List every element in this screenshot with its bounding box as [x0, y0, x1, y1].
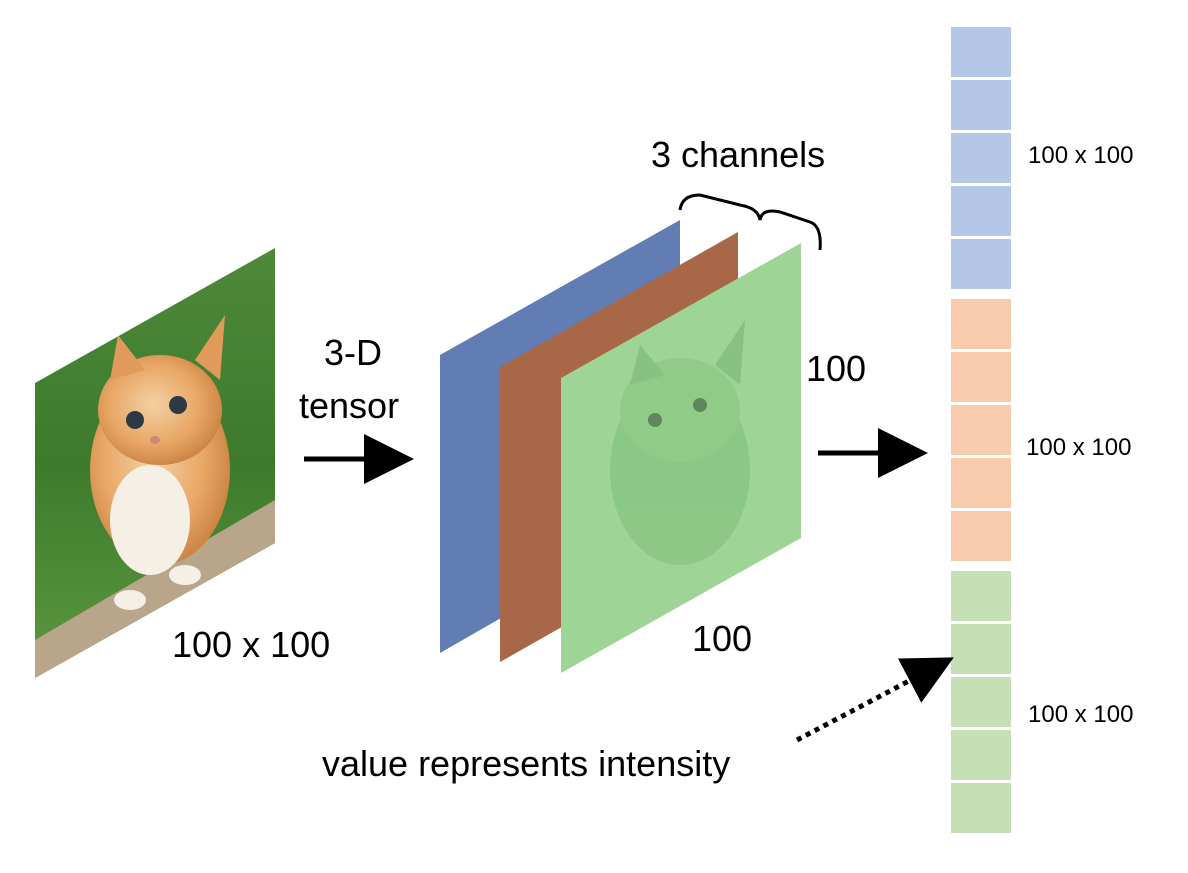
vector-cell	[951, 730, 1011, 780]
vector-cell	[951, 352, 1011, 402]
tensor-label-line2: tensor	[299, 385, 400, 426]
vector-cell	[951, 624, 1011, 674]
kitten-image	[35, 248, 275, 678]
vector-cell	[951, 27, 1011, 77]
intensity-note: value represents intensity	[322, 743, 731, 784]
channel-green	[561, 243, 801, 673]
vector-cell	[951, 299, 1011, 349]
vector-cell	[951, 239, 1011, 289]
vector-segment-label-orange: 100 x 100	[1026, 434, 1132, 461]
vector-segment-label-green: 100 x 100	[1028, 701, 1134, 728]
vector-cell	[951, 186, 1011, 236]
width-label: 100	[692, 618, 753, 659]
image-size-label: 100 x 100	[172, 624, 331, 665]
flattened-vector	[951, 27, 1011, 833]
vector-cell	[951, 405, 1011, 455]
vector-cell	[951, 783, 1011, 833]
vector-cell	[951, 458, 1011, 508]
vector-cell	[951, 677, 1011, 727]
channels-label: 3 channels	[651, 134, 826, 175]
intensity-pointer	[795, 657, 954, 743]
vector-cell	[951, 571, 1011, 621]
vector-segment-label-blue: 100 x 100	[1028, 142, 1134, 169]
channels-brace	[678, 193, 822, 251]
height-label: 100	[806, 348, 867, 389]
vector-cell	[951, 511, 1011, 561]
tensor-label-line1: 3-D	[324, 332, 383, 373]
vector-cell	[951, 133, 1011, 183]
vector-cell	[951, 80, 1011, 130]
